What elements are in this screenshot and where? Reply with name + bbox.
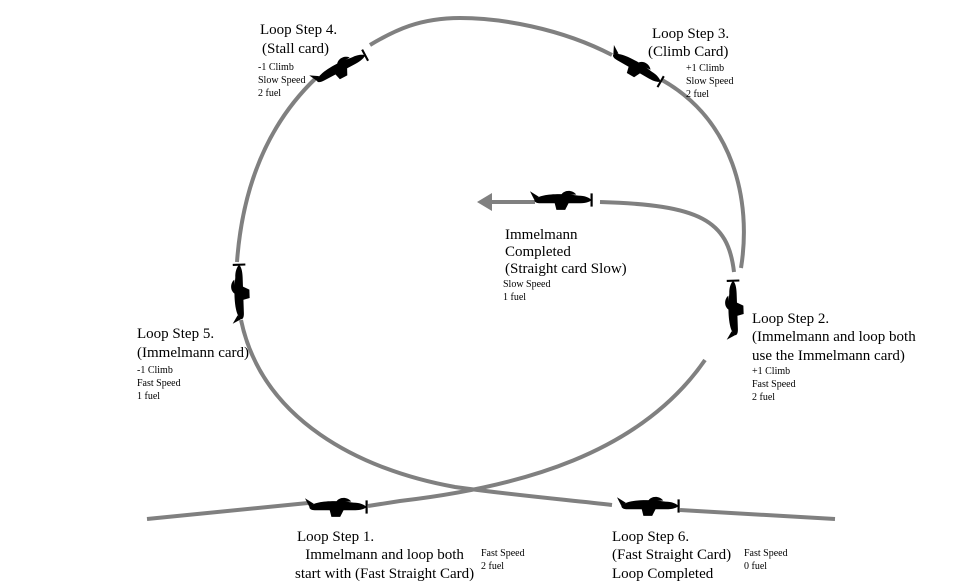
plane-icon	[617, 496, 680, 516]
immelmann-path	[599, 200, 736, 273]
step5-card: (Immelmann card)	[137, 345, 250, 361]
loop-top	[368, 15, 613, 57]
loop-left-lower	[239, 319, 613, 507]
step3-card: (Climb Card)	[648, 44, 729, 60]
loop-right-side	[367, 358, 707, 508]
step6-card: (Fast Straight Card) Loop Completed	[612, 547, 732, 582]
loop-left-upper	[235, 76, 318, 263]
step1-card: Immelmann and loop both start with (Fast…	[295, 547, 475, 582]
step2-card: (Immelmann and loop both use the Immelma…	[752, 329, 916, 364]
exit-line	[679, 508, 836, 521]
plane-icon	[230, 263, 251, 324]
loop-right-upper	[661, 78, 746, 269]
step4-card: (Stall card)	[262, 41, 330, 57]
plane-icon	[724, 279, 745, 340]
step4-title: Loop Step 4.	[260, 22, 338, 38]
approach-line	[146, 501, 309, 521]
flight-path	[146, 15, 836, 521]
plane-icon	[530, 190, 593, 210]
plane-icon	[305, 497, 368, 517]
step2-title: Loop Step 2.	[752, 311, 830, 327]
immelmann-label: Immelmann Completed (Straight card Slow)	[505, 227, 627, 277]
step5-title: Loop Step 5.	[137, 326, 215, 342]
step1-title: Loop Step 1.	[297, 529, 375, 545]
step6-title: Loop Step 6.	[612, 529, 690, 545]
arrow-head-icon	[477, 193, 492, 211]
step3-title: Loop Step 3.	[652, 26, 730, 42]
